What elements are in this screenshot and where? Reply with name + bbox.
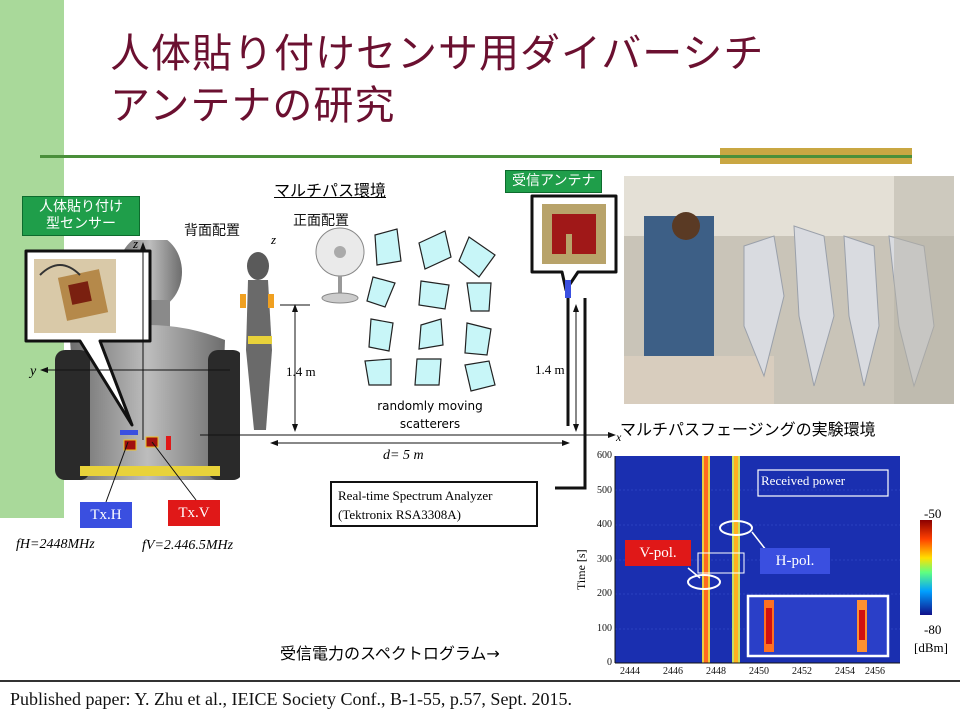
scatterers-label-line2: scatterers bbox=[399, 417, 461, 431]
scatterers-label: randomly moving scatterers bbox=[370, 397, 490, 433]
y-tick: 100 bbox=[597, 623, 612, 634]
received-power-label: Received power bbox=[761, 473, 846, 488]
title-rule bbox=[40, 155, 912, 158]
footer-citation: Published paper: Y. Zhu et al., IEICE So… bbox=[10, 689, 572, 709]
axis-x-label: x bbox=[616, 430, 622, 444]
colorbar-top-label: -50 bbox=[924, 506, 942, 521]
x-tick: 2448 bbox=[706, 666, 726, 677]
axis-z-label: z bbox=[133, 236, 139, 251]
spectrogram-caption: 受信電力のスペクトログラム→ bbox=[280, 644, 500, 663]
vpol-label: V-pol. bbox=[625, 540, 691, 566]
x-tick: 2454 bbox=[835, 666, 855, 677]
sensor-label-line1: 人体貼り付け bbox=[39, 199, 123, 215]
sensor-label: 人体貼り付け 型センサー bbox=[22, 196, 140, 236]
person-side-view bbox=[240, 252, 274, 430]
height-right-label: 1.4 m bbox=[535, 362, 565, 377]
experiment-photo bbox=[624, 176, 954, 404]
scatterers-cluster bbox=[364, 228, 496, 392]
rx-cable bbox=[555, 280, 587, 490]
fan-icon bbox=[315, 227, 365, 304]
hpol-label: H-pol. bbox=[760, 548, 830, 574]
y-tick-column: 600 500 400 300 200 100 0 bbox=[590, 450, 612, 670]
multipath-env-label: マルチパス環境 bbox=[274, 181, 387, 200]
spectrogram-ylabel: Time [s] bbox=[574, 549, 588, 590]
spectrogram-chart bbox=[614, 456, 932, 664]
dimension-lines bbox=[200, 304, 616, 446]
spectrum-analyzer-box: Real-time Spectrum Analyzer (Tektronix R… bbox=[330, 481, 538, 527]
footer-rule bbox=[0, 680, 960, 682]
x-tick: 2446 bbox=[663, 666, 683, 677]
fh-frequency-label: fH=2448MHz bbox=[16, 537, 95, 552]
tx-pointer-lines bbox=[105, 441, 197, 503]
x-tick: 2452 bbox=[792, 666, 812, 677]
body-axes bbox=[40, 242, 230, 440]
rx-antenna-callout bbox=[530, 194, 618, 292]
colorbar-unit-label: [dBm] bbox=[914, 640, 948, 655]
y-tick: 500 bbox=[597, 485, 612, 496]
sensor-label-line2: 型センサー bbox=[46, 216, 116, 232]
y-tick: 0 bbox=[607, 657, 612, 668]
sensor-callout bbox=[24, 249, 152, 427]
scatterers-label-line1: randomly moving bbox=[377, 399, 483, 413]
tx-v-label: Tx.V bbox=[168, 500, 220, 526]
fv-frequency-label: fV=2.446.5MHz bbox=[142, 538, 234, 553]
photo-caption: マルチパスフェージングの実験環境 bbox=[620, 420, 876, 439]
tx-h-label: Tx.H bbox=[80, 502, 132, 528]
slide-title: 人体貼り付けセンサ用ダイバーシチ アンテナの研究 bbox=[110, 28, 910, 132]
x-tick: 2450 bbox=[749, 666, 769, 677]
rx-antenna-label: 受信アンテナ bbox=[505, 170, 603, 193]
colorbar-bottom-label: -80 bbox=[924, 622, 942, 637]
back-placement-label: 背面配置 bbox=[184, 223, 240, 239]
title-line-1: 人体貼り付けセンサ用ダイバーシチ bbox=[110, 31, 765, 77]
y-tick: 400 bbox=[597, 519, 612, 530]
x-tick-row: 2444 2446 2448 2450 2452 2454 2456 bbox=[620, 666, 890, 680]
title-line-2: アンテナの研究 bbox=[110, 83, 396, 129]
y-tick: 200 bbox=[597, 588, 612, 599]
analyzer-line2: (Tektronix RSA3308A) bbox=[338, 507, 461, 522]
x-tick: 2444 bbox=[620, 666, 640, 677]
x-tick: 2456 bbox=[865, 666, 885, 677]
axis-y-label: y bbox=[30, 364, 37, 379]
axis-z2-label: z bbox=[271, 232, 277, 247]
y-tick: 600 bbox=[597, 450, 612, 461]
analyzer-line1: Real-time Spectrum Analyzer bbox=[338, 488, 493, 503]
distance-label: d= 5 m bbox=[383, 448, 424, 463]
height-left-label: 1.4 m bbox=[286, 364, 316, 379]
front-placement-label: 正面配置 bbox=[293, 213, 349, 229]
y-tick: 300 bbox=[597, 554, 612, 565]
